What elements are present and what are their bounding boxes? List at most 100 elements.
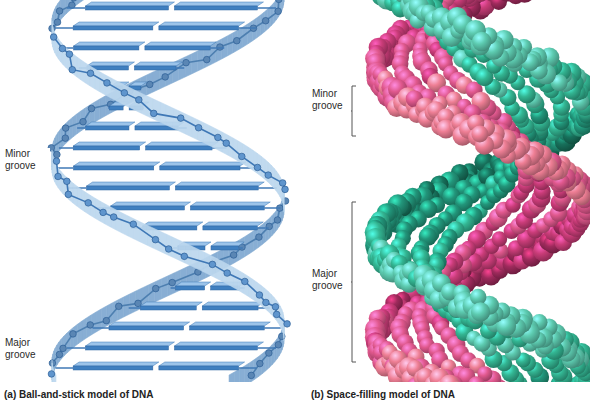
backbone-atom [215, 134, 222, 141]
base-slab-top [74, 162, 160, 166]
atom-sphere [468, 376, 485, 382]
backbone-atom [256, 292, 263, 299]
ribbon-segment [191, 246, 197, 269]
atom-sphere [472, 32, 492, 52]
base-slab-top [174, 2, 263, 6]
backbone-atom [263, 299, 270, 306]
ribbon-segment [116, 210, 122, 233]
backbone-atom [65, 191, 72, 198]
back-atoms [48, 0, 289, 379]
base-pair [59, 142, 227, 150]
backbone-atom [60, 345, 67, 352]
backbone-atom [121, 90, 128, 97]
base-slab-side [190, 206, 264, 210]
backbone-atom [282, 186, 289, 193]
glycosidic-bond [264, 327, 280, 329]
backbone-atom [275, 8, 282, 15]
label-slot: Minor groove [4, 148, 50, 173]
backbone-atom [233, 37, 240, 44]
backbone-atom [242, 278, 249, 285]
base-slab-top [109, 322, 190, 326]
backbone-atom [103, 317, 110, 324]
base-pair [94, 202, 280, 210]
ribbon-segment [73, 183, 77, 206]
glycosidic-bond [176, 67, 184, 69]
base-slab-top [85, 342, 174, 346]
backbone-atom [165, 246, 172, 253]
glycosidic-bond [264, 207, 280, 209]
glycosidic-bond [239, 367, 257, 369]
backbone-atom [152, 285, 159, 292]
ribbon-segment [186, 114, 192, 137]
base-slab-side [134, 66, 176, 70]
base-slab-side [159, 366, 239, 370]
base-slab-top [73, 362, 159, 366]
ribbon-segment [160, 102, 166, 125]
front-ribbon [52, 0, 284, 382]
glycosidic-bond [108, 107, 109, 109]
backbone-atom [55, 173, 62, 180]
backbone-atom [217, 44, 224, 51]
base-slab-side [74, 46, 139, 50]
backbone-atom [203, 56, 210, 63]
label-slot: Major groove [4, 337, 50, 362]
ribbon-segment [245, 363, 250, 382]
base-slab-top [74, 42, 145, 46]
backbone-atom [53, 158, 60, 165]
base-slab-top [140, 302, 202, 306]
base-slab-side [190, 326, 265, 330]
base-slab-top [176, 282, 211, 286]
glycosidic-bond [238, 247, 243, 249]
base-pair [60, 42, 225, 50]
base-slab-top [190, 322, 271, 326]
glycosidic-bond [171, 287, 176, 289]
backbone-atom [88, 105, 95, 112]
backbone-atom [209, 261, 216, 268]
backbone-atom [256, 234, 263, 241]
ribbon-segment [161, 276, 167, 299]
base-pair [55, 362, 256, 370]
base-slab-top [86, 122, 135, 126]
base-slab-top [175, 182, 264, 186]
backbone-atom [275, 341, 282, 348]
base-slab-top [160, 162, 246, 166]
backbone-atom [265, 172, 272, 179]
ribbon-segment [78, 321, 82, 344]
atom-sphere [471, 302, 490, 321]
base-slab-side [85, 6, 168, 10]
base-slab-top [174, 342, 263, 346]
atom-sphere [491, 0, 507, 10]
base-slab-side [175, 186, 258, 190]
ribbon-segment [76, 0, 80, 5]
backbone-atom [183, 59, 190, 66]
glycosidic-bond [257, 227, 268, 229]
backbone-atom [274, 217, 281, 224]
backbone-atom [275, 0, 282, 3]
base-pairs [55, 2, 280, 370]
ribbon-segment [95, 69, 100, 92]
atom-sphere [440, 375, 460, 382]
base-slab-side [145, 46, 210, 50]
backbone-atom [262, 17, 269, 24]
base-slab-top [134, 62, 182, 66]
glycosidic-bond [77, 127, 86, 129]
backbone-atom [162, 74, 169, 81]
backbone-atom [56, 351, 63, 358]
ribbon-segment [77, 57, 81, 80]
glycosidic-bond [129, 307, 141, 309]
backbone-atom [110, 214, 117, 221]
ribbon-segment [204, 123, 210, 146]
base-slab-side [160, 166, 240, 170]
backbone-atom [100, 209, 107, 216]
base-slab-side [74, 166, 154, 170]
base-slab-top [159, 362, 245, 366]
base-slab-side [159, 26, 239, 30]
groove-label: Major groove [311, 268, 351, 292]
backbone-atom [272, 304, 279, 311]
base-pair [68, 182, 277, 190]
base-pair [67, 342, 276, 350]
base-slab-side [73, 26, 153, 30]
base-slab-side [146, 146, 212, 150]
backbone-atom [69, 66, 76, 73]
